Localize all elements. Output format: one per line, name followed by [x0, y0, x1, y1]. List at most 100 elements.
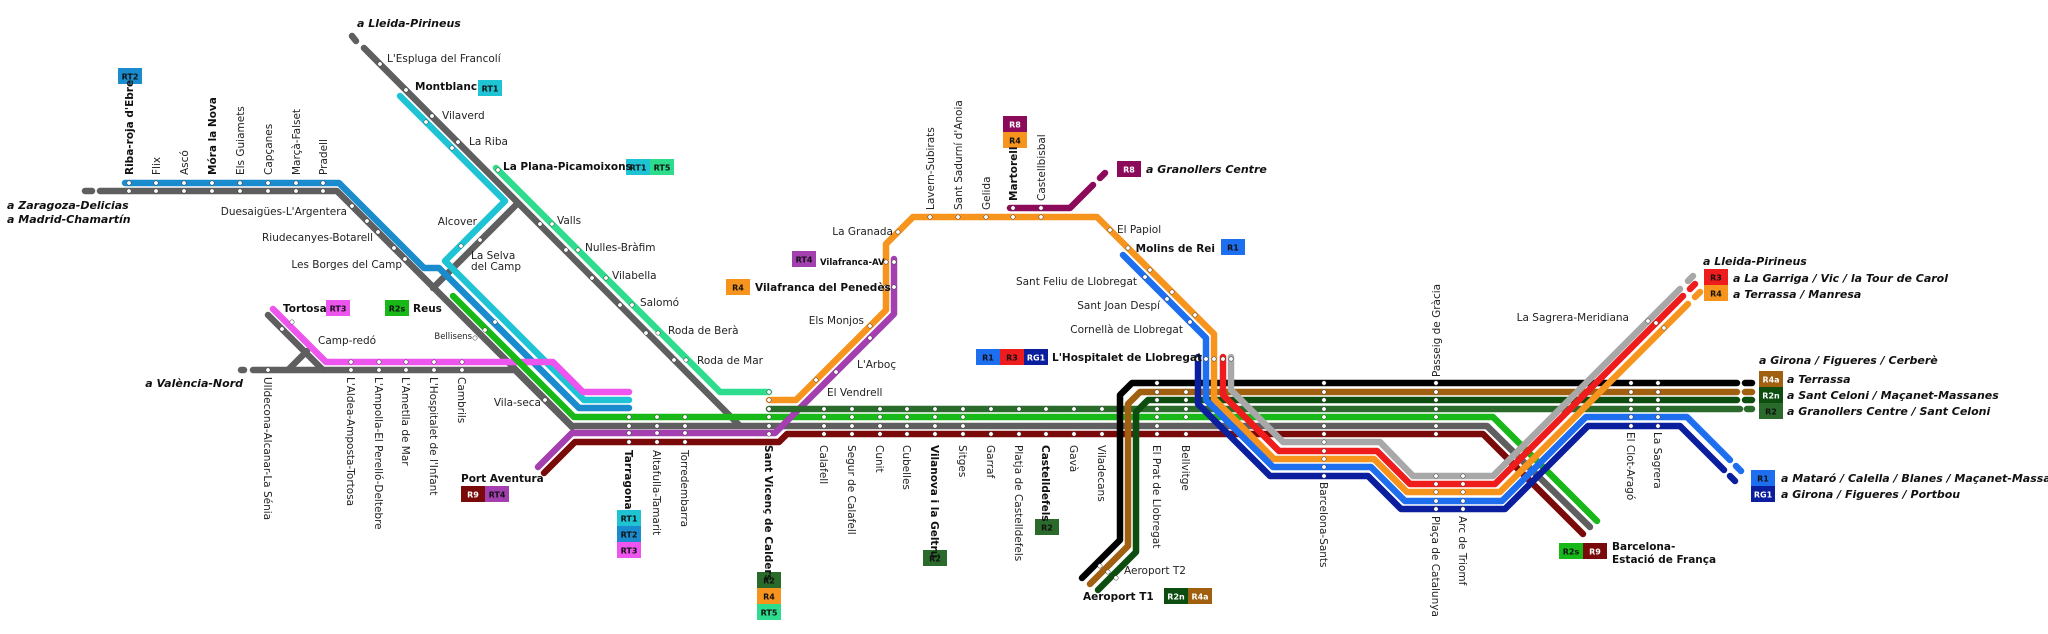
station-dot[interactable] [1195, 356, 1201, 362]
station-dot[interactable] [1433, 431, 1439, 437]
station-dot[interactable] [431, 359, 437, 365]
station-dot[interactable] [1321, 473, 1327, 479]
station-dot[interactable] [654, 423, 660, 429]
station-dot[interactable] [766, 431, 772, 437]
station-dot[interactable] [766, 423, 772, 429]
station-dot[interactable] [377, 61, 383, 67]
station-dot[interactable] [821, 423, 827, 429]
station-label-hospitalet-llob[interactable]: L'Hospitalet de Llobregat [1052, 352, 1202, 364]
station-label-selva-1[interactable]: La Selva [471, 250, 515, 262]
station-dot[interactable] [1203, 356, 1209, 362]
station-dot[interactable] [1228, 356, 1234, 362]
station-dot[interactable] [682, 430, 688, 436]
line-r4[interactable] [765, 213, 1692, 496]
station-dot[interactable] [181, 188, 187, 194]
station-label-selva-2[interactable]: del Camp [471, 261, 521, 273]
station-label-clot[interactable]: El Clot-Aragó [1624, 432, 1636, 500]
station-dot[interactable] [1433, 423, 1439, 429]
station-label-castelldefels[interactable]: Castelldefels [1039, 445, 1051, 522]
line-badge-rg1[interactable]: RG1 [1024, 349, 1048, 365]
line-badge-r2[interactable]: R2 [1035, 519, 1059, 535]
station-dot[interactable] [1154, 423, 1160, 429]
station-dot[interactable] [1628, 414, 1634, 420]
station-label-valls[interactable]: Valls [557, 215, 581, 227]
line-badge-r4a[interactable]: R4a [1759, 371, 1783, 387]
station-label-asco[interactable]: Ascó [179, 150, 191, 175]
line-badge-rt1[interactable]: RT1 [626, 159, 650, 175]
station-dot[interactable] [1321, 464, 1327, 470]
station-label-port-aventura[interactable]: Port Aventura [461, 473, 544, 485]
station-dot[interactable] [904, 406, 910, 412]
line-badge-r9[interactable]: R9 [1583, 543, 1607, 559]
station-dot[interactable] [320, 188, 326, 194]
station-label-viladecans[interactable]: Viladecans [1095, 445, 1107, 502]
line-lightgray[interactable] [1684, 272, 1697, 285]
station-dot[interactable] [1433, 473, 1439, 479]
station-label-torredembarra[interactable]: Torredembarra [678, 449, 690, 527]
station-dot[interactable] [153, 180, 159, 186]
station-dot[interactable] [821, 431, 827, 437]
station-dot[interactable] [766, 397, 772, 403]
station-dot[interactable] [629, 302, 635, 308]
station-label-vilafranca[interactable]: Vilafranca del Penedès [755, 282, 891, 294]
station-dot[interactable] [932, 414, 938, 420]
line-badge-r9[interactable]: R9 [461, 486, 485, 502]
line-rg1[interactable] [1726, 472, 1739, 485]
station-dot[interactable] [849, 423, 855, 429]
line-r8[interactable] [1006, 181, 1097, 212]
station-label-tortosa[interactable]: Tortosa [283, 303, 327, 315]
line-badge-rt3[interactable]: RT3 [326, 300, 350, 316]
station-dot[interactable] [877, 414, 883, 420]
line-r8[interactable] [1096, 169, 1109, 182]
station-dot[interactable] [813, 377, 819, 383]
station-label-martorell[interactable]: Martorell [1008, 147, 1020, 201]
station-label-calafell[interactable]: Calafell [817, 445, 829, 484]
station-dot[interactable] [477, 237, 483, 243]
station-dot[interactable] [1107, 227, 1113, 233]
station-dot[interactable] [683, 357, 689, 363]
station-dot[interactable] [403, 367, 409, 373]
station-dot[interactable] [643, 330, 649, 336]
line-lightgray[interactable] [1227, 285, 1684, 480]
station-label-vila-seca[interactable]: Vila-seca [494, 397, 541, 409]
line-gray[interactable] [264, 311, 327, 374]
station-label-arc-triomf[interactable]: Arc de Triomf [1456, 516, 1468, 586]
station-label-marca[interactable]: Marçà-Falset [291, 109, 303, 175]
station-dot[interactable] [1169, 289, 1175, 295]
station-dot[interactable] [1628, 389, 1634, 395]
station-dot[interactable] [1321, 406, 1327, 412]
station-dot[interactable] [1164, 296, 1170, 302]
line-badge-r2[interactable]: R2 [757, 572, 781, 588]
station-dot[interactable] [891, 284, 897, 290]
station-label-estacio-franca-1[interactable]: Barcelona- [1612, 541, 1675, 553]
station-dot[interactable] [575, 247, 581, 253]
station-dot[interactable] [320, 180, 326, 186]
station-dot[interactable] [1321, 456, 1327, 462]
station-label-sagrera-meridiana[interactable]: La Sagrera-Meridiana [1517, 312, 1629, 324]
station-dot[interactable] [603, 275, 609, 281]
station-label-castellbisbal[interactable]: Castellbisbal [1036, 134, 1048, 201]
station-dot[interactable] [1433, 389, 1439, 395]
station-dot[interactable] [153, 188, 159, 194]
station-label-montblanc[interactable]: Montblanc [415, 81, 477, 93]
station-label-platja[interactable]: Platja de Castelldefels [1012, 445, 1024, 561]
station-label-sant-feliu[interactable]: Sant Feliu de Llobregat [1016, 276, 1137, 288]
station-dot[interactable] [1433, 397, 1439, 403]
station-dot[interactable] [449, 145, 455, 151]
station-dot[interactable] [932, 431, 938, 437]
station-dot[interactable] [1016, 406, 1022, 412]
station-dot[interactable] [1038, 205, 1044, 211]
station-dot[interactable] [265, 188, 271, 194]
line-rt3[interactable] [269, 305, 633, 396]
station-dot[interactable] [403, 359, 409, 365]
station-dot[interactable] [654, 414, 660, 420]
line-badge-r2[interactable]: R2 [1759, 403, 1783, 419]
station-dot[interactable] [1142, 274, 1148, 280]
station-dot[interactable] [1321, 448, 1327, 454]
station-dot[interactable] [671, 357, 677, 363]
station-label-gava[interactable]: Gavà [1067, 445, 1079, 472]
line-badge-rt5[interactable]: RT5 [757, 604, 781, 620]
station-label-capcanes[interactable]: Capçanes [263, 124, 275, 175]
station-dot[interactable] [932, 406, 938, 412]
station-dot[interactable] [626, 414, 632, 420]
